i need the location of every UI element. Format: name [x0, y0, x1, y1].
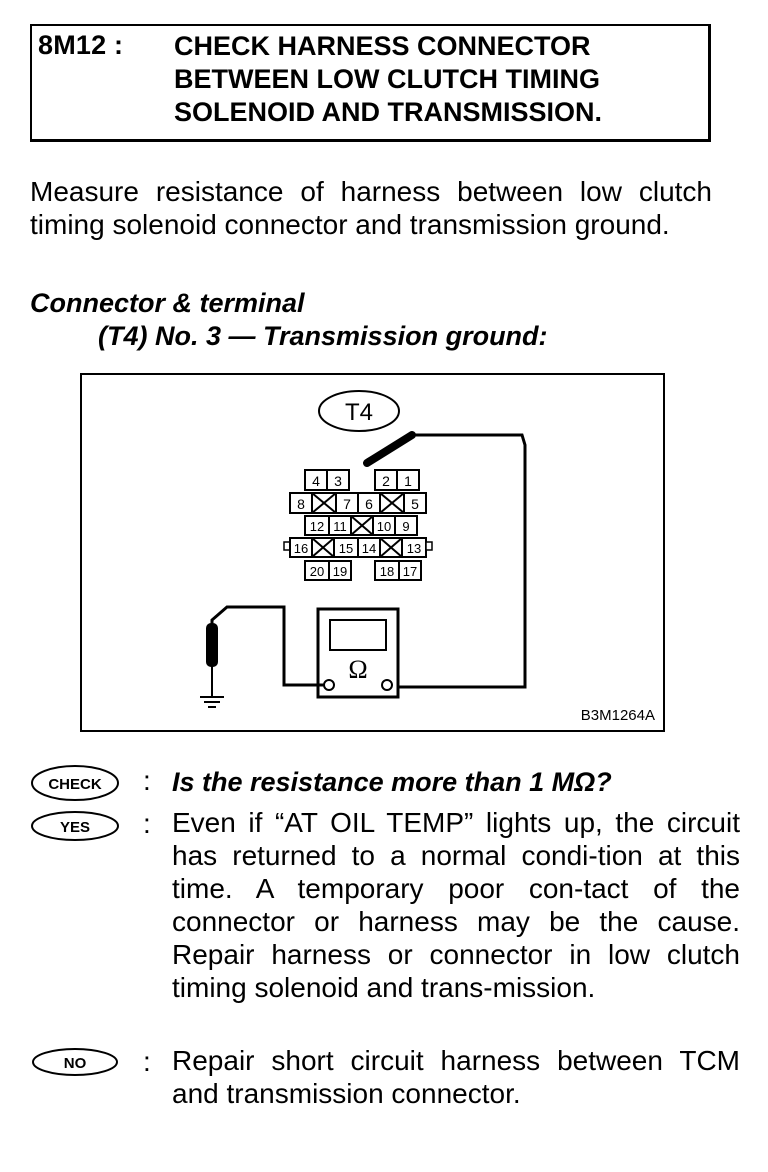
- check-badge-icon: CHECK: [31, 765, 119, 801]
- no-row: NO : Repair short circuit harness betwee…: [30, 1044, 740, 1114]
- step-title: CHECK HARNESS CONNECTOR BETWEEN LOW CLUT…: [174, 30, 704, 129]
- step-title-line-2: BETWEEN LOW CLUTCH TIMING: [174, 64, 600, 94]
- terminal-16: 16: [294, 541, 308, 556]
- step-title-line-3: SOLENOID AND TRANSMISSION.: [174, 97, 603, 127]
- no-text: Repair short circuit harness between TCM…: [172, 1045, 740, 1109]
- no-colon: :: [143, 1046, 151, 1077]
- wiring-diagram-svg: T4 4 3 2 1 8 7: [200, 390, 527, 708]
- terminal-3: 3: [334, 473, 342, 489]
- terminal-1: 1: [404, 473, 412, 489]
- yes-text: Even if “AT OIL TEMP” lights up, the cir…: [172, 807, 740, 1003]
- terminal-20: 20: [310, 564, 324, 579]
- terminal-13: 13: [407, 541, 421, 556]
- figure-id: B3M1264A: [580, 707, 655, 724]
- step-code: 8M12 :: [38, 30, 124, 60]
- yes-row: YES : Even if “AT OIL TEMP” lights up, t…: [30, 806, 740, 1036]
- terminal-2: 2: [382, 473, 390, 489]
- terminal-9: 9: [402, 519, 409, 534]
- connector-t4: 4 3 2 1 8 7 6 5 12: [283, 469, 433, 581]
- no-badge-icon: NO: [32, 1048, 118, 1076]
- ohmmeter: Ω: [316, 607, 400, 699]
- condition-label: Connector & terminal: [30, 288, 305, 318]
- condition-terminal: (T4) No. 3 — Transmission ground:: [98, 321, 548, 351]
- probe-lead-left: [210, 605, 324, 687]
- check-question: Is the resistance more than 1 MΩ?: [172, 767, 612, 797]
- terminal-12: 12: [310, 519, 324, 534]
- ohm-symbol: Ω: [348, 655, 367, 684]
- no-badge-label: NO: [64, 1055, 87, 1072]
- check-row: CHECK : Is the resistance more than 1 MΩ…: [30, 763, 720, 803]
- terminal-8: 8: [297, 496, 305, 512]
- connector-label: T4: [345, 399, 373, 426]
- yes-badge-icon: YES: [31, 811, 119, 841]
- step-title-line-1: CHECK HARNESS CONNECTOR: [174, 31, 591, 61]
- terminal-11: 11: [333, 519, 347, 534]
- terminal-5: 5: [411, 496, 419, 512]
- terminal-4: 4: [312, 473, 320, 489]
- terminal-15: 15: [339, 541, 353, 556]
- terminal-18: 18: [380, 564, 394, 579]
- terminal-7: 7: [343, 496, 351, 512]
- connector-label-ellipse: [318, 390, 400, 432]
- step-header-box: 8M12 : CHECK HARNESS CONNECTOR BETWEEN L…: [30, 24, 711, 142]
- intro-paragraph: Measure resistance of harness between lo…: [30, 176, 712, 240]
- terminal-19: 19: [333, 564, 347, 579]
- terminal-10: 10: [377, 519, 391, 534]
- probe-tip: [363, 431, 416, 467]
- terminal-6: 6: [365, 496, 373, 512]
- yes-badge-label: YES: [60, 819, 90, 836]
- check-colon: :: [143, 765, 151, 796]
- ground-probe-body: [206, 623, 218, 667]
- check-badge-label: CHECK: [48, 776, 102, 793]
- wiring-diagram: T4 4 3 2 1 8 7: [80, 373, 665, 732]
- terminal-17: 17: [403, 564, 417, 579]
- terminal-14: 14: [362, 541, 376, 556]
- yes-colon: :: [143, 808, 151, 839]
